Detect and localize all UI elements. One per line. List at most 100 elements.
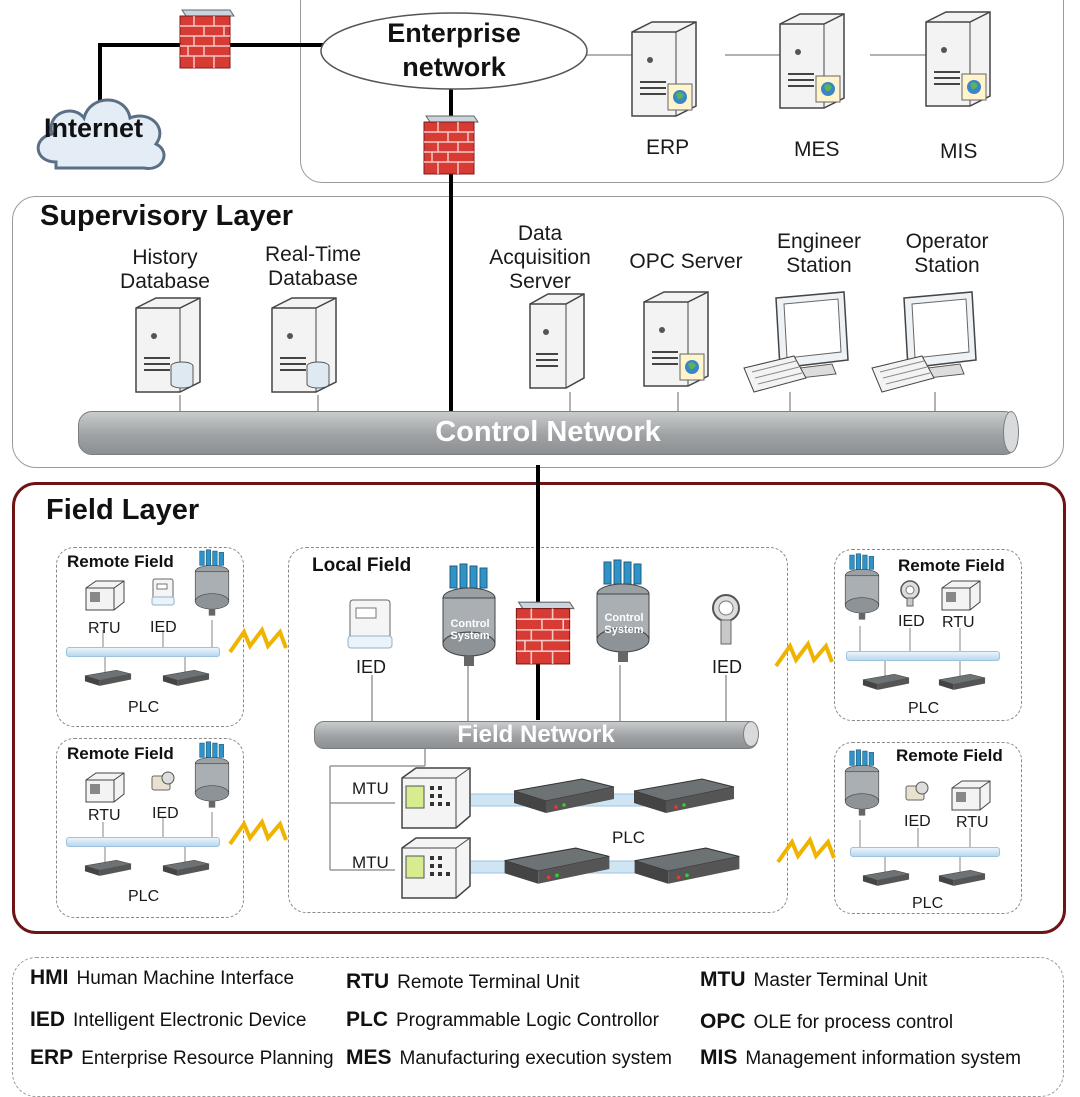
ied-device-icon [148,768,178,803]
rtu-icon [948,778,994,821]
mtu-icon [396,764,476,837]
control-system-tank-icon [842,748,882,825]
rtu-icon [82,770,128,813]
remote-field-bus [66,647,220,657]
legend-frame [12,957,1064,1097]
data-acquisition-server-icon [526,292,588,397]
history-database-label: History Database [120,246,210,293]
internet-label: Internet [44,113,144,143]
mtu-label: MTU [352,779,389,798]
plc-icon [162,668,210,695]
mis-label: MIS [940,140,978,163]
field-network-label: Field Network [457,721,615,748]
ied-device-icon [902,778,932,813]
remote-field-bus [66,837,220,847]
realtime-database-label: Real-Time Database [264,243,362,290]
plc-icon [84,668,132,695]
plc-icon [938,868,986,895]
control-system-tank-icon [192,740,232,817]
control-system-label: Control System [450,618,490,642]
opc-server-icon [640,290,712,395]
control-system-tank-icon [592,558,654,673]
rtu-label: RTU [88,807,121,824]
lightning-link-icon [228,817,290,853]
field-layer-title: Field Layer [46,494,200,526]
ied-meter-icon [344,596,400,657]
remote-field-title: Remote Field [898,556,1005,575]
local-field-title: Local Field [312,555,412,576]
ied-label: IED [150,619,177,636]
ied-label: IED [712,657,743,677]
rtu-label: RTU [88,620,121,637]
history-database-server-icon [132,296,204,401]
control-network-pipe: Control Network [78,411,1019,455]
ied-label: IED [904,813,931,830]
data-acquisition-server-label: Data Acquisition Server [489,222,591,293]
erp-label: ERP [646,136,690,159]
enterprise-network-label: Enterprise network [387,18,521,82]
rtu-icon [938,578,984,621]
ied-label: IED [356,657,387,677]
control-system-tank-icon [192,548,232,625]
remote-field-title: Remote Field [896,746,1003,765]
plc-icon [502,846,612,895]
supervisory-layer-title: Supervisory Layer [40,200,294,232]
lightning-link-icon [776,835,838,871]
operator-workstation-icon [868,290,988,399]
server-icon [628,20,700,125]
plc-icon [938,672,986,699]
ied-meter-icon [150,577,176,612]
server-icon [776,12,848,117]
plc-label: PLC [612,828,646,847]
mes-label: MES [794,138,840,161]
ied-sensor-icon [896,578,924,613]
plc-label: PLC [128,888,160,905]
control-system-tank-icon [842,552,882,629]
control-network-label: Control Network [435,416,661,448]
internet-cloud-icon [26,82,176,187]
remote-field-title: Remote Field [67,552,174,571]
server-icon [922,10,994,115]
ied-sensor-icon [706,592,746,657]
realtime-database-server-icon [268,296,340,401]
plc-icon [632,777,736,824]
firewall-icon [174,6,236,75]
opc-server-label: OPC Server [629,250,743,273]
plc-icon [862,672,910,699]
lightning-link-icon [774,639,836,675]
field-network-pipe: Field Network [314,721,759,749]
engineer-workstation-icon [740,290,860,399]
enterprise-network-ellipse [318,10,590,97]
remote-field-bus [850,847,1000,857]
plc-icon [84,858,132,885]
plc-icon [512,777,616,824]
plc-label: PLC [128,699,160,716]
firewall-icon [510,596,576,673]
mtu-icon [396,834,476,907]
control-system-tank-icon [438,562,500,677]
plc-icon [862,868,910,895]
firewall-icon [418,112,480,181]
control-system-label: Control System [604,612,644,636]
ied-label: IED [898,613,925,630]
rtu-icon [82,578,128,621]
plc-label: PLC [912,895,944,912]
rtu-label: RTU [942,614,975,631]
lightning-link-icon [228,625,290,661]
plc-label: PLC [908,700,940,717]
remote-field-bus [846,651,1000,661]
operator-station-label: Operator Station [905,230,989,277]
rtu-label: RTU [956,814,989,831]
engineer-station-label: Engineer Station [776,230,862,277]
plc-icon [632,846,742,895]
ied-label: IED [152,805,179,822]
remote-field-title: Remote Field [67,744,174,763]
